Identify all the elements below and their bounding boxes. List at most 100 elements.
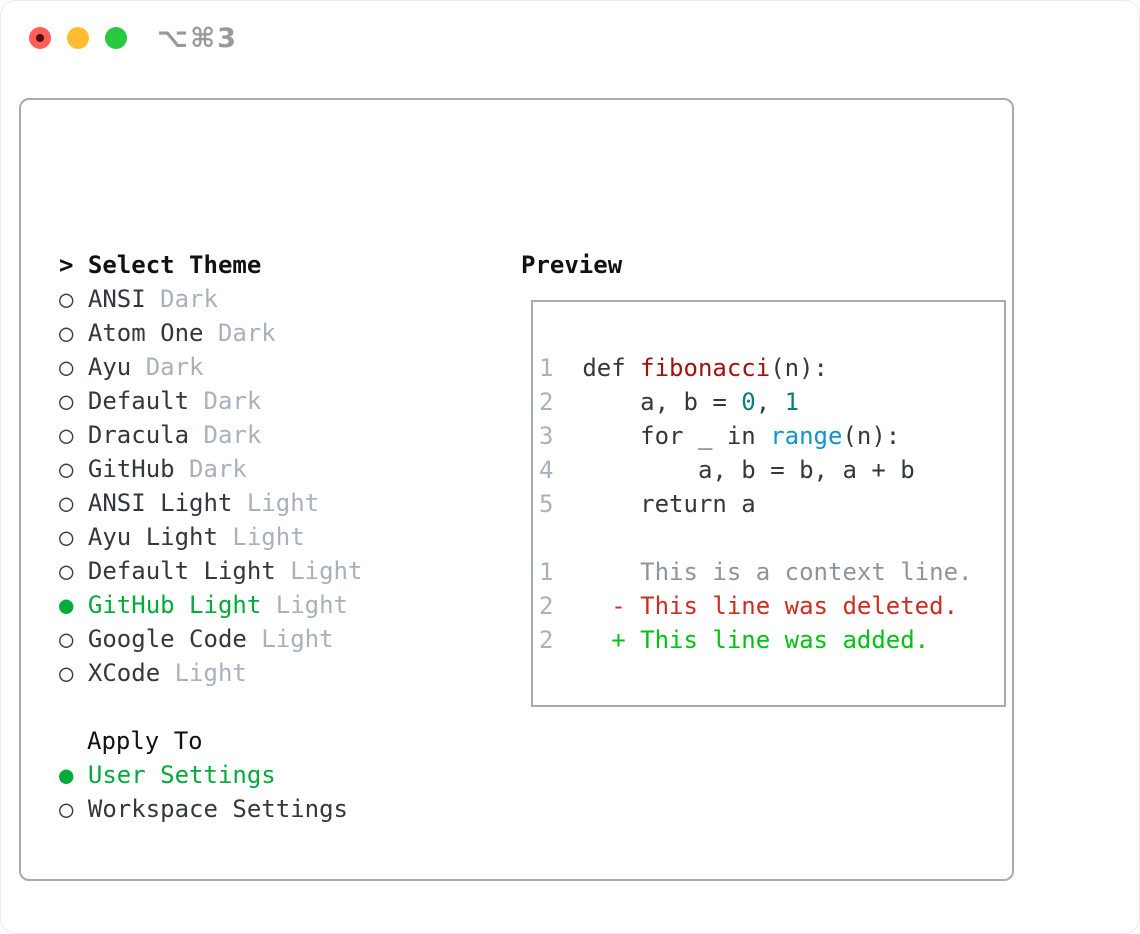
option-label: Ayu Light xyxy=(73,523,218,551)
keyboard-hint: (Use Enter to select, Tab to change focu… xyxy=(59,860,464,933)
option-variant-label: Light xyxy=(261,591,348,619)
radio-selected-icon: ● xyxy=(59,761,74,789)
line-number: 2 xyxy=(539,626,554,654)
code-segment-plain: a, b = xyxy=(553,388,742,416)
hint-line-1: (Use Enter to select, Tab to xyxy=(59,928,464,933)
radio-icon: ○ xyxy=(59,625,74,653)
option-variant-label: Light xyxy=(232,489,320,517)
select-theme-header: > Select Theme xyxy=(59,251,262,279)
apply-option-user-settings[interactable]: ● User Settings xyxy=(59,758,348,792)
radio-icon: ○ xyxy=(59,387,74,415)
line-number: 1 xyxy=(539,558,554,586)
radio-icon: ○ xyxy=(59,557,74,585)
minimize-button[interactable] xyxy=(67,27,89,49)
code-line: 4 a, b = b, a + b xyxy=(539,453,1004,487)
line-number: 3 xyxy=(539,422,554,450)
code-segment-plain: for _ in xyxy=(553,422,771,450)
code-segment-plain: (n): xyxy=(770,354,828,382)
theme-picker-panel: > Select Theme ○ ANSI Dark○ Atom One Dar… xyxy=(19,98,1014,933)
code-segment-number: 0 xyxy=(741,388,756,416)
theme-option-ayu[interactable]: ○ Ayu Dark xyxy=(59,350,362,384)
radio-icon: ○ xyxy=(59,795,74,823)
radio-icon: ○ xyxy=(59,455,74,483)
code-segment-context: This is a context line. xyxy=(553,558,973,586)
code-segment-added: + This line was added. xyxy=(553,626,930,654)
radio-icon: ○ xyxy=(59,523,74,551)
close-button[interactable] xyxy=(29,27,51,49)
option-variant-label: Light xyxy=(217,523,305,551)
theme-option-github-light[interactable]: ● GitHub Light Light xyxy=(59,588,362,622)
option-variant-label: Dark xyxy=(189,421,262,449)
diff-deleted-line: 2 - This line was deleted. xyxy=(539,589,1004,623)
option-label: ANSI xyxy=(73,285,146,313)
option-label: GitHub xyxy=(73,455,175,483)
option-variant-label: Light xyxy=(275,557,363,585)
option-variant-label: Dark xyxy=(131,353,204,381)
option-label: User Settings xyxy=(73,761,276,789)
zoom-button[interactable] xyxy=(105,27,127,49)
theme-option-github[interactable]: ○ GitHub Dark xyxy=(59,452,362,486)
apply-option-workspace-settings[interactable]: ○ Workspace Settings xyxy=(59,792,348,826)
option-variant-label: Dark xyxy=(189,387,262,415)
code-segment-plain: a, b = b, a + b xyxy=(553,456,915,484)
code-segment-plain: def xyxy=(553,354,641,382)
option-label: Atom One xyxy=(73,319,204,347)
diff-context-line: 1 This is a context line. xyxy=(539,555,1004,589)
radio-icon: ○ xyxy=(59,421,74,449)
code-segment-func: fibonacci xyxy=(640,354,771,382)
theme-option-xcode[interactable]: ○ XCode Light xyxy=(59,656,362,690)
line-number: 5 xyxy=(539,490,554,518)
theme-option-default[interactable]: ○ Default Dark xyxy=(59,384,362,418)
theme-option-dracula[interactable]: ○ Dracula Dark xyxy=(59,418,362,452)
radio-icon: ○ xyxy=(59,353,74,381)
option-label: XCode xyxy=(73,659,161,687)
preview-header: Preview xyxy=(521,251,623,279)
option-variant-label: Dark xyxy=(203,319,276,347)
code-segment-number: 1 xyxy=(784,388,800,416)
code-line: 2 a, b = 0, 1 xyxy=(539,385,1004,419)
theme-option-atom-one[interactable]: ○ Atom One Dark xyxy=(59,316,362,350)
theme-list: ○ ANSI Dark○ Atom One Dark○ Ayu Dark○ De… xyxy=(59,282,362,690)
theme-option-ayu-light[interactable]: ○ Ayu Light Light xyxy=(59,520,362,554)
theme-option-google-code[interactable]: ○ Google Code Light xyxy=(59,622,362,656)
option-variant-label: Dark xyxy=(174,455,247,483)
option-label: Google Code xyxy=(73,625,247,653)
code-segment-plain: (n): xyxy=(842,422,901,450)
line-number: 4 xyxy=(539,456,554,484)
code-line: 3 for _ in range(n): xyxy=(539,419,1004,453)
option-label: ANSI Light xyxy=(73,489,233,517)
option-variant-label: Dark xyxy=(145,285,218,313)
line-number: 2 xyxy=(539,388,554,416)
radio-icon: ○ xyxy=(59,489,74,517)
option-label: GitHub Light xyxy=(73,591,262,619)
option-variant-label: Light xyxy=(246,625,334,653)
theme-option-default-light[interactable]: ○ Default Light Light xyxy=(59,554,362,588)
theme-option-ansi[interactable]: ○ ANSI Dark xyxy=(59,282,362,316)
option-variant-label: Light xyxy=(160,659,247,687)
radio-icon: ○ xyxy=(59,319,74,347)
code-segment-plain: , xyxy=(755,388,785,416)
traffic-lights xyxy=(29,27,127,49)
option-label: Workspace Settings xyxy=(73,795,348,823)
radio-selected-icon: ● xyxy=(59,591,74,619)
blank-line xyxy=(539,521,1004,555)
code-segment-plain: return a xyxy=(553,490,756,518)
radio-icon: ○ xyxy=(59,659,74,687)
window-title: ⌥⌘3 xyxy=(157,22,238,54)
radio-icon: ○ xyxy=(59,285,74,313)
option-label: Default xyxy=(73,387,190,415)
code-line: 1 def fibonacci(n): xyxy=(539,351,1004,385)
option-label: Ayu xyxy=(73,353,132,381)
window-titlebar: ⌥⌘3 xyxy=(1,1,1139,75)
code-segment-deleted: - This line was deleted. xyxy=(553,592,959,620)
theme-option-ansi-light[interactable]: ○ ANSI Light Light xyxy=(59,486,362,520)
code-line: 5 return a xyxy=(539,487,1004,521)
line-number: 1 xyxy=(539,354,554,382)
code-segment-builtin: range xyxy=(770,422,843,450)
option-label: Default Light xyxy=(73,557,276,585)
diff-added-line: 2 + This line was added. xyxy=(539,623,1004,657)
apply-to-list: ● User Settings○ Workspace Settings xyxy=(59,758,348,826)
line-number: 2 xyxy=(539,592,554,620)
